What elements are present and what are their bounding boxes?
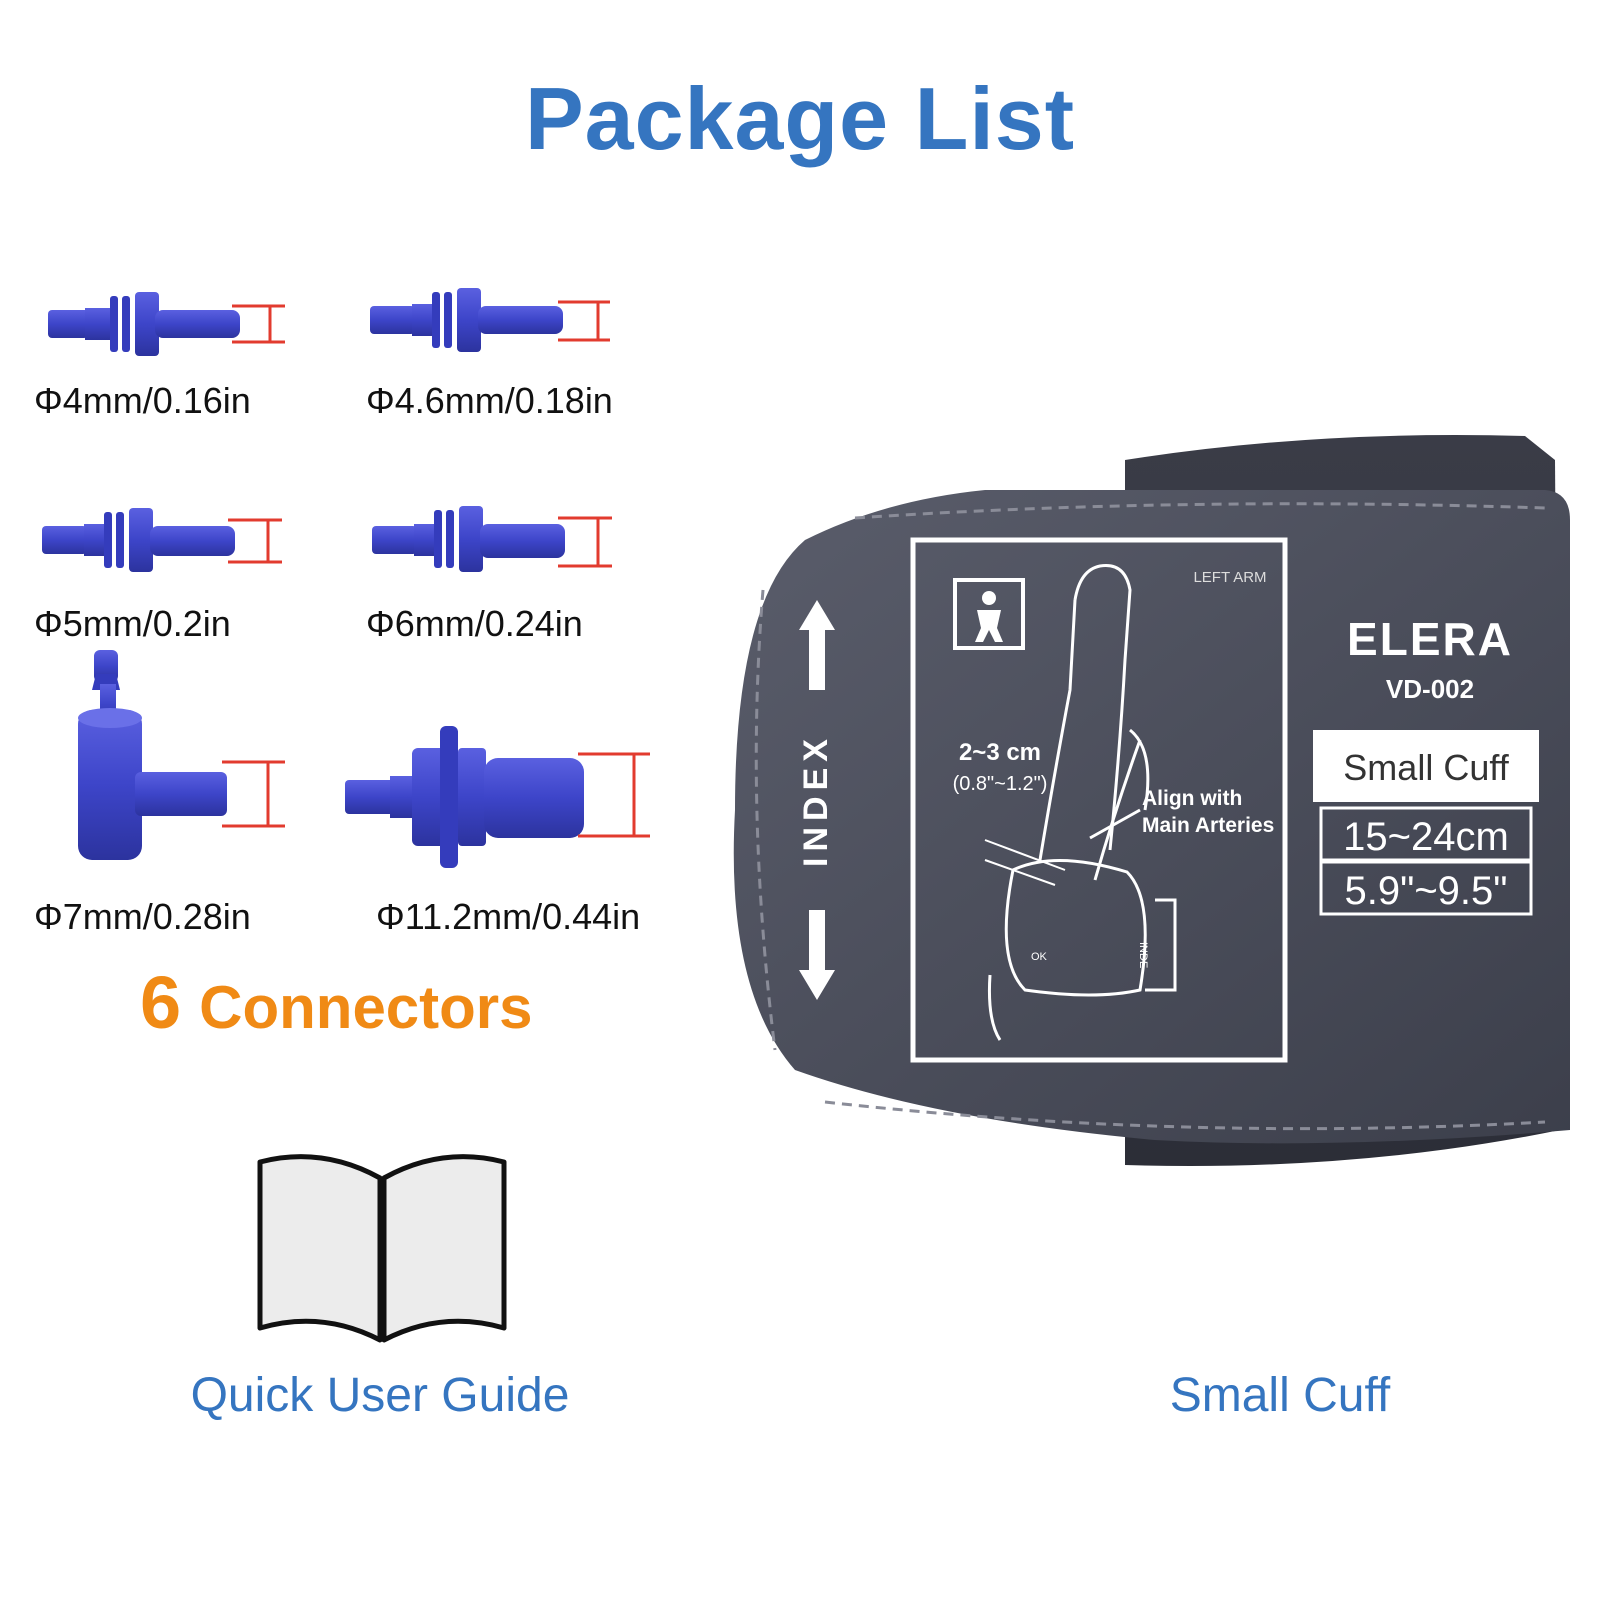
connector-7mm [78,650,285,860]
size-cm: 15~24cm [1343,815,1509,859]
connector-label: Φ7mm/0.28in [34,896,251,937]
cuff-label: Small Cuff [1169,1369,1391,1422]
index-text: INDEX [797,733,835,867]
connector-label: Φ4mm/0.16in [34,380,251,421]
ok-mark: OK [1031,951,1048,963]
size-title: Small Cuff [1343,747,1509,788]
connector-label: Φ4.6mm/0.18in [366,380,613,421]
connector-count: 6 Connectors [140,960,533,1045]
connector-11-2mm [345,726,650,868]
connector-label: Φ11.2mm/0.44in [376,896,641,937]
connectors-illustration [42,288,650,868]
connector-4mm [48,292,285,356]
size-in: 5.9"~9.5" [1345,869,1508,913]
align-line-1: Align with [1142,787,1242,810]
model-text: VD-002 [1386,674,1474,704]
align-line-2: Main Arteries [1142,814,1274,837]
distance-in: (0.8"~1.2") [953,773,1048,795]
connector-4-6mm [370,288,610,352]
connector-label: Φ6mm/0.24in [366,603,583,644]
guide-label: Quick User Guide [190,1369,570,1422]
brand-logo: ELERA [1347,613,1513,665]
cuff-image: INDEX LEFT ARM OK INDE 2~3 cm (0.8"~1.2"… [733,435,1570,1166]
connector-count-word: Connectors [199,974,533,1041]
connector-count-number: 6 [140,961,182,1044]
left-arm-text: LEFT ARM [1193,569,1266,586]
connector-6mm [372,506,612,572]
page-title: Package List [524,69,1076,168]
connector-label: Φ5mm/0.2in [34,603,231,644]
distance-cm: 2~3 cm [959,739,1041,766]
open-book-icon [257,1154,507,1343]
index-mark: INDE [1137,942,1149,968]
connector-5mm [42,508,282,572]
